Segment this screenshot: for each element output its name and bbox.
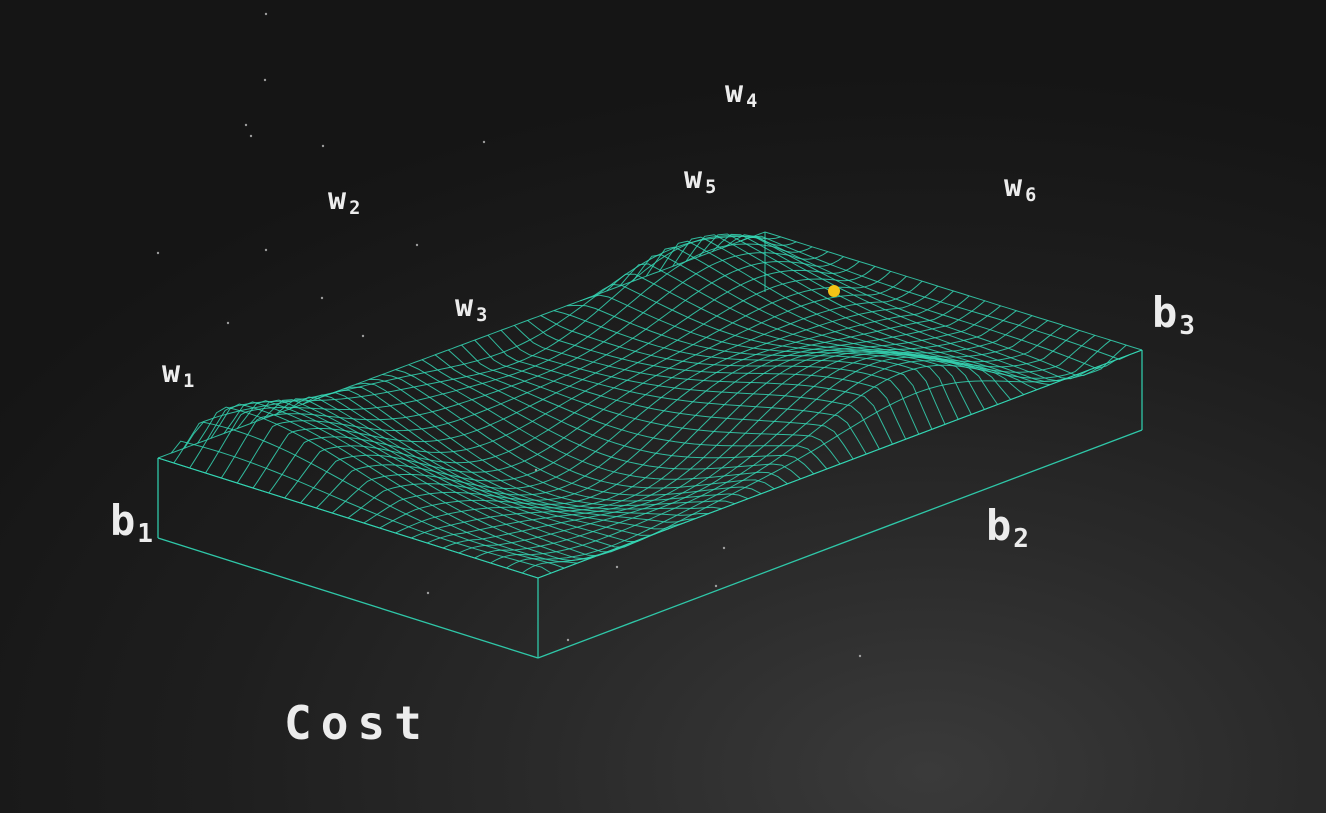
dust-speck (714, 584, 718, 588)
mesh-line-crosswise (395, 369, 775, 490)
box-edge-bottom-right (537, 429, 1143, 659)
mesh-line-crosswise (157, 457, 539, 579)
dust-speck (263, 78, 267, 82)
mesh-line-crosswise (434, 354, 815, 475)
dust-speck (858, 654, 862, 658)
dust-speck (321, 144, 325, 148)
dust-speck (264, 248, 268, 252)
mesh-line-crosswise (369, 378, 749, 502)
surface-bounding-box (157, 232, 1143, 659)
mesh-line-crosswise (632, 254, 1012, 400)
mesh-line-crosswise (408, 364, 788, 485)
mesh-line-crosswise (738, 236, 1116, 370)
gradient-descent-ball (828, 285, 840, 297)
mesh-line-lengthwise (363, 295, 970, 524)
mesh-line-crosswise (342, 386, 722, 510)
mesh-line-crosswise (764, 231, 1143, 351)
dust-speck (264, 12, 268, 16)
mesh-line-crosswise (487, 334, 867, 455)
mesh-line-crosswise (513, 324, 893, 445)
box-edge-bottom-front (157, 537, 539, 659)
dust-speck (566, 638, 570, 642)
mesh-line-crosswise (645, 246, 1025, 395)
mesh-line-crosswise (567, 304, 946, 425)
mesh-line-crosswise (447, 349, 828, 470)
mesh-line-crosswise (302, 394, 683, 530)
dust-speck (722, 546, 726, 550)
mesh-line-lengthwise (189, 235, 797, 469)
mesh-line-lengthwise (395, 305, 1001, 534)
mesh-line-crosswise (540, 315, 920, 435)
mesh-line-crosswise (725, 234, 1103, 377)
mesh-line-crosswise (698, 233, 1077, 382)
mesh-line-crosswise (711, 233, 1090, 380)
mesh-line-crosswise (461, 344, 841, 465)
mesh-line-crosswise (210, 403, 591, 562)
mesh-line-lengthwise (331, 285, 939, 514)
mesh-line-crosswise (263, 399, 644, 548)
mesh-line-crosswise (527, 320, 907, 440)
cost-surface-mesh (157, 231, 1143, 579)
mesh-line-crosswise (289, 396, 670, 536)
dust-speck (244, 123, 248, 127)
dust-speck (249, 134, 253, 138)
label-b3: b3 (1152, 288, 1195, 342)
mesh-line-crosswise (593, 283, 972, 415)
mesh-line-crosswise (685, 234, 1064, 382)
mesh-line-crosswise (619, 263, 999, 405)
mesh-line-crosswise (658, 240, 1038, 391)
mesh-line-crosswise (553, 310, 933, 430)
mesh-line-crosswise (236, 400, 617, 557)
mesh-line-crosswise (500, 329, 880, 450)
label-b1: b1 (110, 496, 153, 550)
mesh-line-crosswise (276, 398, 657, 542)
dust-speck (426, 591, 430, 595)
dust-speck (482, 140, 486, 144)
dust-speck (226, 321, 230, 325)
mesh-line-crosswise (751, 235, 1130, 360)
label-b2: b2 (986, 501, 1029, 555)
mesh-line-crosswise (197, 406, 578, 564)
dust-speck (534, 468, 538, 472)
mesh-line-crosswise (421, 359, 801, 480)
mesh-line-crosswise (382, 374, 762, 496)
mesh-line-crosswise (580, 294, 959, 420)
background-dust-specks (156, 12, 862, 658)
mesh-line-crosswise (474, 339, 854, 460)
mesh-line-crosswise (606, 273, 985, 410)
mesh-line-crosswise (223, 401, 604, 560)
dust-speck (156, 251, 160, 255)
mesh-line-lengthwise (268, 266, 876, 494)
dust-speck (320, 296, 324, 300)
mesh-line-crosswise (355, 382, 736, 506)
mesh-line-crosswise (672, 236, 1051, 386)
dust-speck (415, 243, 419, 247)
mesh-line-crosswise (170, 440, 552, 574)
mesh-line-crosswise (329, 389, 709, 516)
dust-speck (361, 334, 365, 338)
label-cost: Cost (284, 696, 431, 750)
mesh-line-crosswise (316, 392, 696, 523)
mesh-line-crosswise (183, 421, 565, 569)
mesh-line-crosswise (250, 399, 631, 553)
dust-speck (615, 565, 619, 569)
